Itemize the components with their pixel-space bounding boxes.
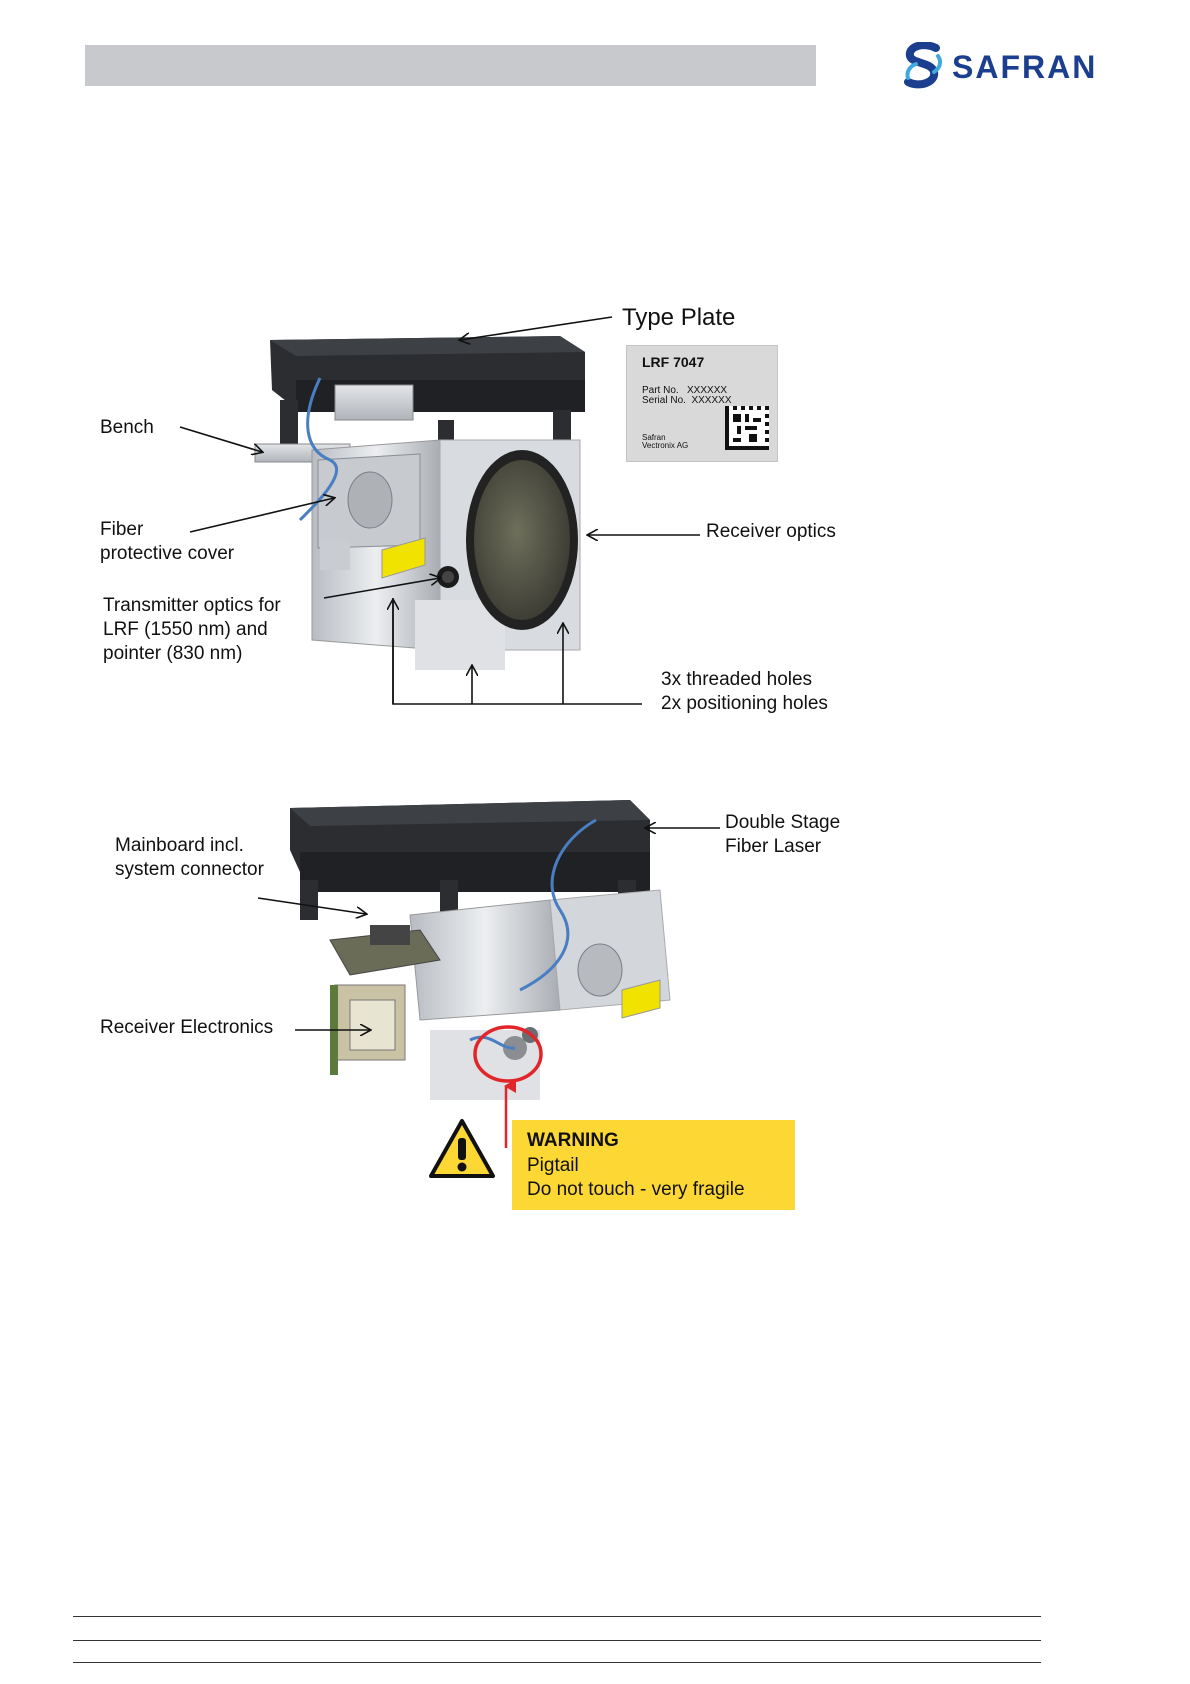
figure1-leader-lines [179,316,700,705]
warning-line-pigtail: Pigtail [527,1155,579,1176]
warning-line-fragile: Do not touch - very fragile [527,1179,745,1200]
label-double-stage-fiber-laser: Double Stage Fiber Laser [725,812,841,857]
label-mainboard: Mainboard incl. system connector [115,835,264,880]
transmitter-arrow [323,578,440,599]
safran-s-icon [904,42,943,89]
datamatrix-code-icon [725,406,769,450]
type-plate-maker-2: Vectronix AG [642,441,689,450]
label-fiber-protective-cover: Fiber protective cover [100,519,235,564]
warning-title: WARNING [527,1130,619,1151]
label-bench: Bench [100,417,154,438]
safran-wordmark: SAFRAN [952,49,1098,85]
safran-logo: SAFRAN [902,42,1122,94]
fiber-arrow [189,498,334,533]
bench-arrow [179,426,262,452]
label-holes: 3x threaded holes 2x positioning holes [661,669,828,714]
label-receiver-electronics: Receiver Electronics [100,1017,274,1038]
label-receiver-optics: Receiver optics [706,521,836,542]
type-plate-model: LRF 7047 [642,354,705,370]
figure2-leader-lines [257,828,720,1030]
footer-rule-1 [73,1616,1041,1617]
type-plate-part-no: Part No. XXXXXX [642,385,728,396]
device-photo-2 [290,800,671,1100]
device-photo-1 [254,336,585,670]
type-plate-arrow [460,316,613,340]
type-plate-maker-1: Safran [642,433,666,442]
label-transmitter-optics: Transmitter optics for LRF (1550 nm) and… [103,595,281,664]
warning-triangle-icon [429,1119,495,1178]
footer-rule-2 [73,1640,1041,1641]
mainboard-arrow [257,897,366,914]
type-plate-title: Type Plate [622,304,736,331]
type-plate-serial-no: Serial No. XXXXXX [642,395,732,406]
warning-box: WARNING Pigtail Do not touch - very frag… [512,1120,795,1210]
footer-rule-3 [73,1662,1041,1663]
type-plate-image: LRF 7047 Part No. XXXXXX Serial No. XXXX… [626,345,778,462]
header-bar [85,45,816,86]
